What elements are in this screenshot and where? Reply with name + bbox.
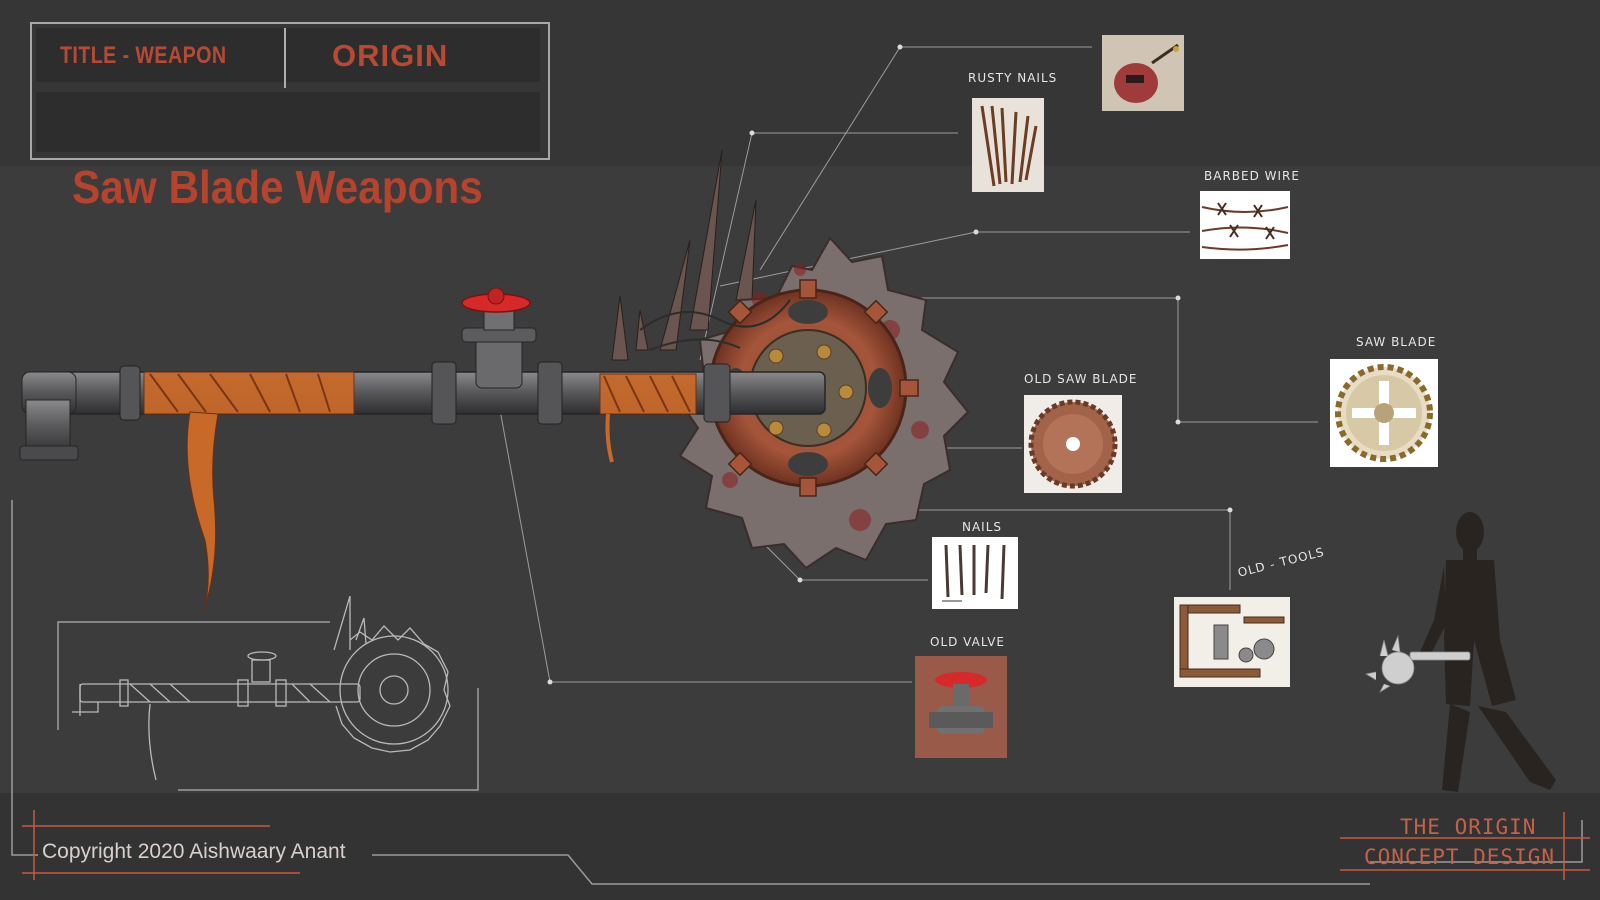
ref-image-nails [932, 537, 1018, 609]
label-rusty-nails: RUSTY NAILS [968, 71, 1058, 85]
label-old-saw-blade: OLD SAW BLADE [1024, 372, 1138, 386]
title-frame [30, 22, 550, 160]
origin-label: ORIGIN [332, 38, 449, 73]
bottom-band [0, 793, 1600, 900]
ref-image-welding-mask [1102, 35, 1184, 111]
ref-image-saw-blade [1330, 359, 1438, 467]
ref-image-barbed-wire [1200, 191, 1290, 259]
brand-line-1: THE ORIGIN [1400, 815, 1537, 839]
label-nails: NAILS [962, 520, 1003, 534]
label-saw-blade: SAW BLADE [1356, 335, 1437, 349]
ref-image-old-valve [915, 656, 1007, 758]
title-row: TITLE - WEAPON ORIGIN [36, 28, 540, 88]
label-barbed-wire: BARBED WIRE [1204, 169, 1300, 183]
ref-image-old-saw-blade [1024, 395, 1122, 493]
label-old-valve: OLD VALVE [930, 635, 1005, 649]
main-title-row: Saw Blade Weapons [36, 92, 540, 213]
brand-line-2: CONCEPT DESIGN [1364, 845, 1556, 869]
page-title: Saw Blade Weapons [72, 161, 483, 213]
ref-image-rusty-nails [972, 98, 1044, 192]
title-weapon-label: TITLE - WEAPON [60, 42, 227, 69]
copyright-text: Copyright 2020 Aishwaary Anant [42, 840, 346, 863]
title-block: TITLE - WEAPON ORIGIN Saw Blade Weapons [30, 22, 550, 213]
title-divider [284, 28, 286, 88]
ref-image-old-tools [1174, 597, 1290, 687]
